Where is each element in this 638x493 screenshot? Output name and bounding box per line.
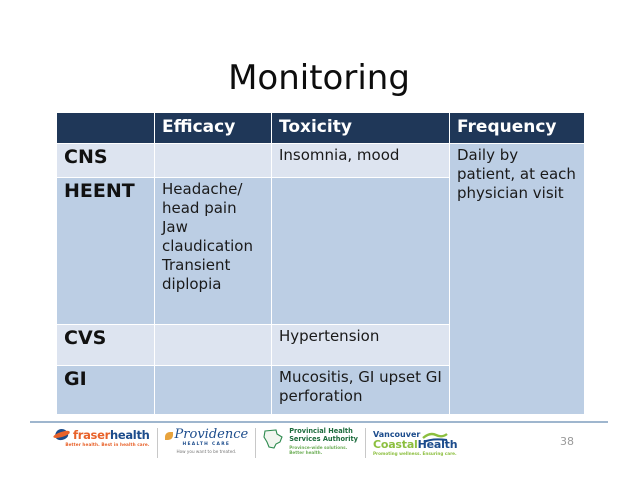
row-category-cns: CNS <box>56 143 155 178</box>
fraser-health-tagline: Better health. Best in health care. <box>65 442 150 447</box>
table-head: Efficacy Toxicity Frequency <box>56 112 585 144</box>
providence-leaf-icon <box>164 432 173 440</box>
logo-provincial-health-services-authority: Provincial Health Services Authority Pro… <box>256 427 366 458</box>
cell-frequency-merged: Daily by patient, at each physician visi… <box>449 143 585 415</box>
cell-cvs-efficacy <box>154 324 272 366</box>
cell-cvs-toxicity: Hypertension <box>271 324 450 366</box>
cell-cns-efficacy <box>154 143 272 178</box>
column-header-efficacy: Efficacy <box>154 112 272 144</box>
phsa-tagline-2: Better health. <box>289 450 323 455</box>
vch-line-1: Vancouver <box>372 430 421 439</box>
table-row: CNS Insomnia, mood Daily by patient, at … <box>56 143 585 415</box>
footer-logo-bar: fraserhealth Better health. Best in heal… <box>46 427 464 460</box>
fraser-health-wordmark: fraserhealth <box>73 429 150 441</box>
logo-providence-health-care: Providence HEALTH CARE How you want to b… <box>158 428 257 458</box>
bc-map-icon <box>263 428 285 450</box>
logo-vancouver-coastal-health: Vancouver CoastalHealth Promoting wellne… <box>366 428 464 458</box>
cell-cns-toxicity: Insomnia, mood <box>271 143 450 178</box>
table-body: CNS Insomnia, mood Daily by patient, at … <box>56 143 585 415</box>
table-header-row: Efficacy Toxicity Frequency <box>56 112 585 144</box>
cell-heent-efficacy: Headache/ head pain Jaw claudication Tra… <box>154 177 272 325</box>
page-number: 38 <box>560 435 574 448</box>
row-category-gi: GI <box>56 365 155 415</box>
row-category-heent: HEENT <box>56 177 155 325</box>
cell-gi-efficacy <box>154 365 272 415</box>
cell-gi-toxicity: Mucositis, GI upset GI perforation <box>271 365 450 415</box>
phsa-tagline-1: Province-wide solutions. <box>289 445 348 450</box>
column-header-toxicity: Toxicity <box>271 112 450 144</box>
fraser-health-heart-icon <box>52 427 71 442</box>
vch-mountain-icon <box>422 428 449 443</box>
column-header-frequency: Frequency <box>449 112 585 144</box>
phsa-line-1: Provincial Health <box>289 427 353 435</box>
vch-tagline: Promoting wellness. Ensuring care. <box>372 451 457 456</box>
providence-wordmark: Providence <box>174 427 249 442</box>
row-category-cvs: CVS <box>56 324 155 366</box>
phsa-line-2: Services Authority <box>289 434 358 443</box>
monitoring-table-wrapper: Efficacy Toxicity Frequency CNS Insomnia… <box>56 112 585 415</box>
vch-word-1: Coastal <box>372 438 418 451</box>
page-title: Monitoring <box>228 58 410 98</box>
column-header-category <box>56 112 155 144</box>
footer-divider <box>30 421 608 423</box>
monitoring-table: Efficacy Toxicity Frequency CNS Insomnia… <box>56 112 585 415</box>
fraser-health-word-2: health <box>109 427 150 442</box>
vch-word-2: Health <box>417 438 458 451</box>
logo-fraser-health: fraserhealth Better health. Best in heal… <box>46 427 158 458</box>
table-row: CVS Hypertension <box>56 324 585 366</box>
providence-subtitle: HEALTH CARE <box>182 442 231 447</box>
cell-heent-toxicity <box>271 177 450 325</box>
table-row: HEENT Headache/ head pain Jaw claudicati… <box>56 177 585 325</box>
providence-tagline: How you want to be treated. <box>176 449 237 454</box>
vch-wordmark: CoastalHealth <box>372 438 458 451</box>
table-row: GI Mucositis, GI upset GI perforation <box>56 365 585 415</box>
fraser-health-word-1: fraser <box>73 427 110 442</box>
